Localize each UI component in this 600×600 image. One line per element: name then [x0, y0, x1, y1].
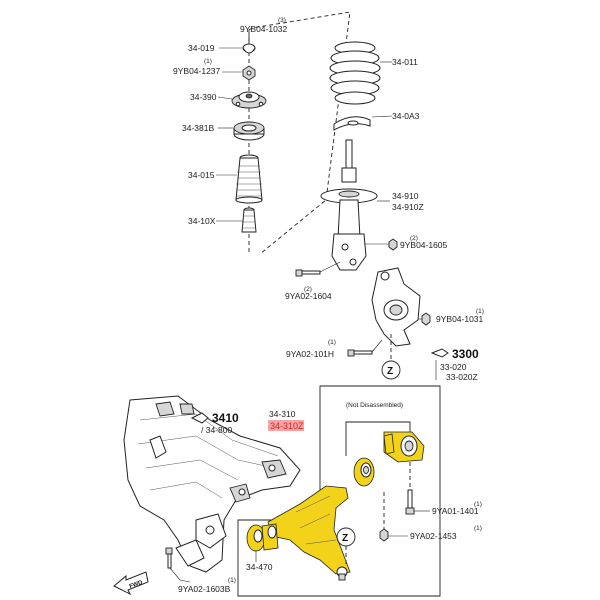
label-34-310: 34-310: [269, 409, 296, 419]
label-34-800: / 34-800: [201, 425, 232, 435]
z-callout-lower: Z: [336, 527, 356, 566]
nut-9yb04-1237: [242, 65, 256, 81]
coil-spring-34-011: [329, 41, 381, 105]
label-9ya02-1453: 9YA02-1453: [410, 531, 457, 541]
label-34-019: 34-019: [188, 43, 215, 53]
spring-seat-34-0a3: [333, 116, 371, 131]
z-callout-upper: Z: [381, 334, 401, 380]
label-9yb04-1237: 9YB04-1237: [173, 66, 221, 76]
lower-control-arm-highlighted: [267, 485, 351, 581]
label-34-470: 34-470: [246, 562, 273, 572]
qty-9yb04-1605: (2): [410, 235, 418, 242]
strut-mount-stack: [231, 30, 267, 254]
part-34-381b-bearing: [233, 121, 265, 141]
qty-9yb04-1031: (1): [476, 308, 484, 315]
qty-9ya01-1401: (1): [474, 501, 482, 508]
nut-9yb04-1605: [388, 238, 398, 251]
stack-labels: 34-019 (3) 9YB04-1032 (1) 9YB04-1237 34-…: [173, 17, 288, 226]
label-34-0a3: 34-0A3: [392, 111, 420, 121]
qty-9ya02-1603b: (1): [228, 577, 236, 584]
qty-9yb04-1237: (1): [204, 58, 212, 65]
label-34-310z: 34-310Z: [270, 421, 304, 431]
label-3410: 3410: [212, 411, 239, 425]
qty-9yb04-1032: (3): [278, 17, 286, 24]
part-34-015-boot: [235, 154, 263, 204]
label-9yb04-1032: 9YB04-1032: [240, 24, 288, 34]
label-34-390: 34-390: [190, 92, 217, 102]
qty-9ya02-1604: (2): [304, 286, 312, 293]
label-34-381b: 34-381B: [182, 123, 214, 133]
nut-9yb04-1031: [418, 312, 431, 326]
nut-9ya02-1453: [379, 492, 408, 542]
hand-arrow-icon: [430, 348, 449, 358]
hand-arrow-icon-3410: [190, 412, 209, 424]
z-label-lower: Z: [342, 533, 348, 544]
bushing-rear-highlighted: [383, 431, 425, 463]
fwd-arrow-icon: FWD: [113, 571, 149, 596]
label-9ya02-101h: 9YA02-101H: [286, 349, 334, 359]
bushing-34-470-highlighted: [246, 523, 279, 552]
label-9ya01-1401: 9YA01-1401: [432, 506, 479, 516]
label-33-020z: 33-020Z: [446, 372, 478, 382]
ref-3300: 3300 33-020 33-020Z: [430, 347, 479, 382]
ref-3410: 3410 / 34-800: [190, 411, 239, 435]
bushing-front-highlighted: [353, 457, 375, 487]
label-34-015: 34-015: [188, 170, 215, 180]
label-33-020: 33-020: [440, 362, 467, 372]
qty-9ya02-101h: (1): [328, 339, 336, 346]
steering-knuckle: [371, 267, 421, 347]
label-9yb04-1605: 9YB04-1605: [400, 240, 448, 250]
label-34-910z: 34-910Z: [392, 202, 424, 212]
qty-9ya02-1453: (1): [474, 525, 482, 532]
bolt-9ya02-1604: [295, 261, 341, 277]
part-34-019-cap: [242, 43, 256, 54]
strut-dashed-guide: [248, 11, 351, 255]
highlight-tag-34-310z: [268, 420, 304, 431]
label-34-10x: 34-10X: [188, 216, 216, 226]
part-34-10x-bumpstop: [241, 207, 257, 233]
label-34-910: 34-910: [392, 191, 419, 201]
z-label-upper: Z: [387, 366, 393, 377]
label-34-011: 34-011: [392, 57, 418, 67]
not-disassembled-group: (Not Disassembled): [345, 402, 411, 456]
strut-assembly-34-910: [320, 139, 392, 271]
bolt-9ya02-1603b: [165, 547, 191, 583]
bolt-9ya01-1401: [405, 462, 430, 515]
fwd-label: FWD: [129, 580, 145, 591]
label-9yb04-1031: 9YB04-1031: [436, 314, 484, 324]
label-3300: 3300: [452, 347, 479, 361]
subframe-34-800: [123, 395, 301, 573]
label-not-disassembled: (Not Disassembled): [346, 402, 403, 409]
bolt-9ya02-101h: [347, 339, 383, 357]
part-34-390-mount: [231, 91, 267, 109]
label-9ya02-1603b: 9YA02-1603B: [178, 584, 231, 594]
label-9ya02-1604: 9YA02-1604: [285, 291, 332, 301]
